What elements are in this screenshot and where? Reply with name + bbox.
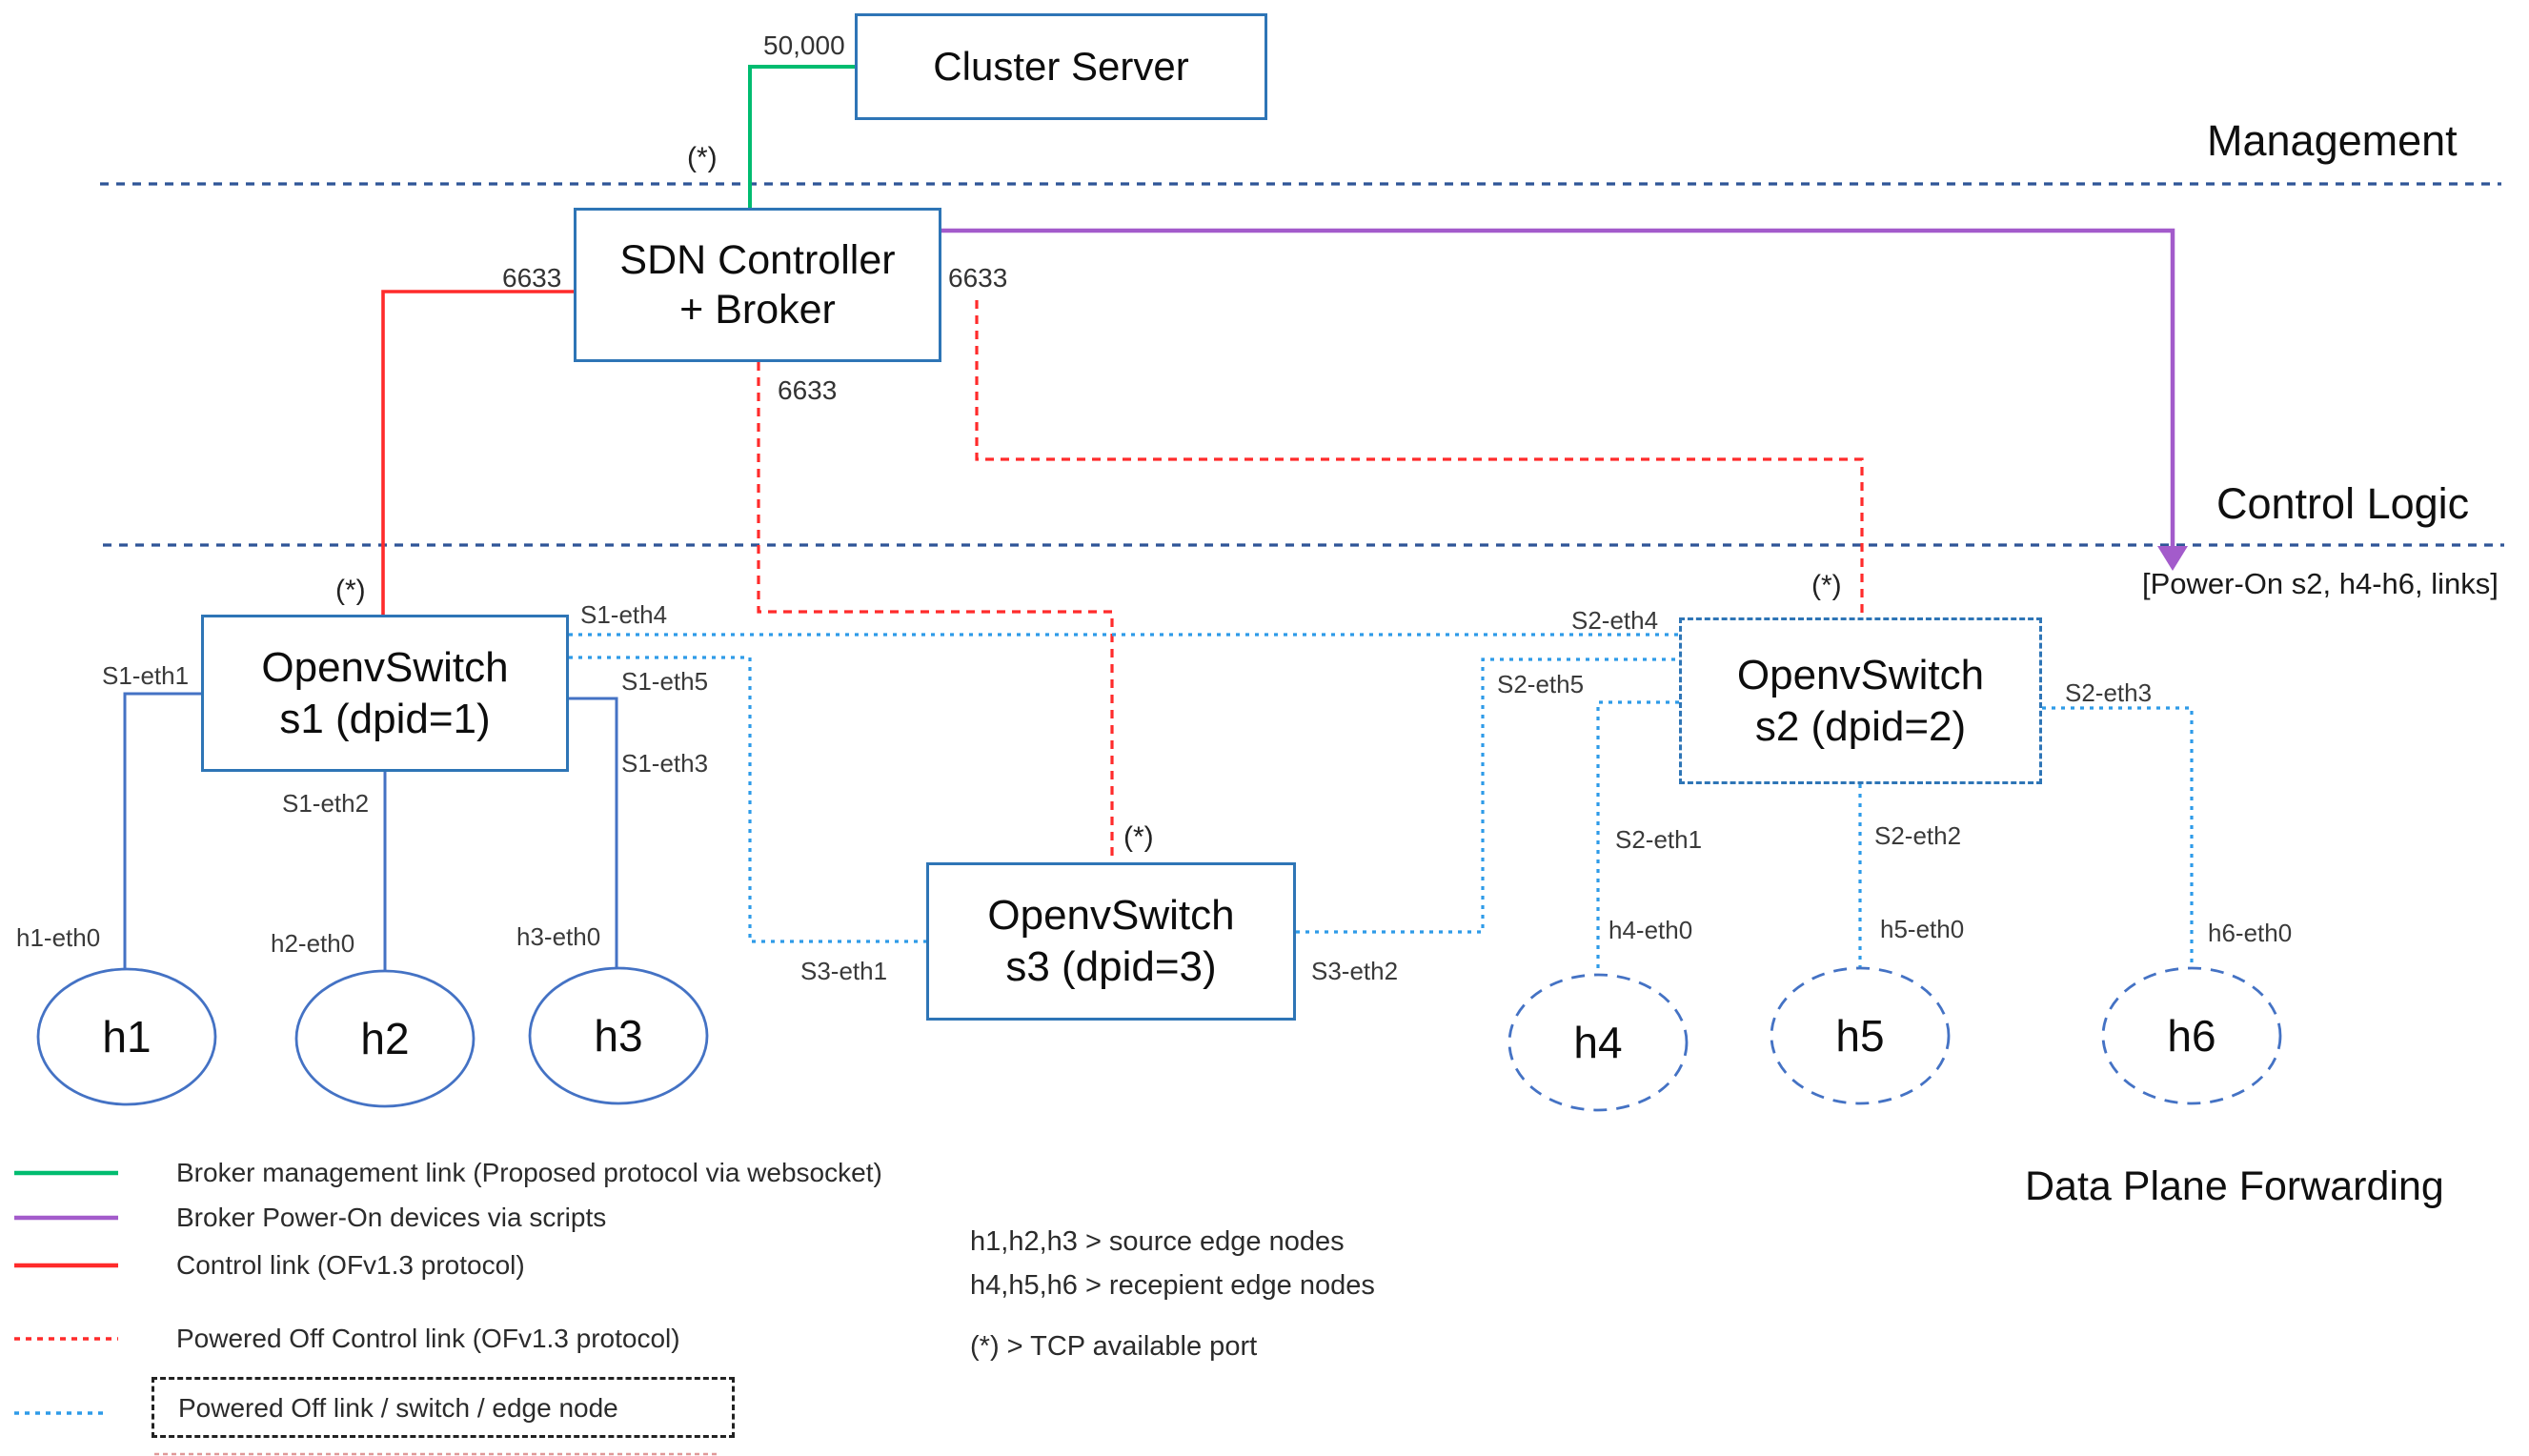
host-h6-label: h6 [2103,968,2280,1103]
h2-text: h2 [360,1014,410,1063]
host-h3-label: h3 [530,968,707,1103]
label-h1-eth0: h1-eth0 [16,923,101,952]
broker-power-on-link [941,228,2175,548]
control-link-s1 [381,290,574,615]
broker-management-link [748,65,855,208]
label-s2-eth4: S2-eth4 [1571,606,1659,635]
switch-s2-label-line1: OpenvSwitch [1736,651,1985,698]
label-s1-eth3: S1-eth3 [621,749,709,778]
section-control-logic: Control Logic [2216,479,2470,528]
annotation-source-nodes: h1,h2,h3 > source edge nodes [970,1226,1345,1257]
label-s1-eth1: S1-eth1 [102,661,190,690]
label-s1-eth2: S1-eth2 [282,789,370,818]
switch-s1-label-line1: OpenvSwitch [261,643,509,691]
label-s2-eth2: S2-eth2 [1874,821,1962,850]
host-h6-shape [2101,966,2282,1105]
port-6633-right: 6633 [948,263,1008,293]
host-h1-label: h1 [38,969,215,1104]
switch-s3-label-line1: OpenvSwitch [987,892,1235,940]
host-h5-shape [1770,966,1951,1105]
label-s2-eth1: S2-eth1 [1615,825,1703,854]
legend-label-broker-management: Broker management link (Proposed protoco… [176,1158,882,1187]
link-s2eth3-h6 [2042,706,2194,970]
tcp-port-star-top: (*) [687,142,718,173]
legend-label-powered-off-link: Powered Off link / switch / edge node [178,1393,618,1423]
link-s1-h3 [569,697,618,969]
label-s3-eth1: S3-eth1 [800,957,888,985]
annotation-recipient-nodes: h4,h5,h6 > recepient edge nodes [970,1270,1375,1301]
host-h3-shape [528,966,709,1105]
section-data-plane: Data Plane Forwarding [2025,1163,2444,1209]
label-h3-eth0: h3-eth0 [516,922,601,951]
node-switch-s2: OpenvSwitch s2 (dpid=2) [1679,617,2042,784]
switch-s3-label-line2: s3 (dpid=3) [1005,943,1217,990]
switch-s1-label-line2: s1 (dpid=1) [279,695,491,742]
sdn-controller-label-line1: SDN Controller [619,236,896,283]
label-s1-eth5: S1-eth5 [621,667,709,696]
label-s2-eth3: S2-eth3 [2065,678,2153,707]
legend-powered-off-box [152,1377,735,1438]
tcp-port-star-s1: (*) [335,575,366,606]
label-s3-eth2: S3-eth2 [1311,957,1399,985]
node-sdn-controller: SDN Controller + Broker [574,208,941,362]
host-h1-shape [36,967,217,1106]
node-switch-s3: OpenvSwitch s3 (dpid=3) [926,862,1296,1021]
node-switch-s1: OpenvSwitch s1 (dpid=1) [201,615,569,772]
h1-text: h1 [102,1012,152,1062]
label-s2-eth5: S2-eth5 [1497,670,1585,698]
annotation-tcp-note: (*) > TCP available port [970,1331,1258,1362]
host-h4-label: h4 [1509,975,1687,1110]
tcp-port-star-s3: (*) [1123,821,1154,853]
label-h6-eth0: h6-eth0 [2208,919,2293,947]
h5-text: h5 [1835,1011,1885,1061]
section-management: Management [2207,116,2458,165]
powered-off-control-link-s3 [757,362,1114,860]
label-h5-eth0: h5-eth0 [1880,915,1965,943]
label-h2-eth0: h2-eth0 [271,929,355,958]
legend-label-powered-off-control: Powered Off Control link (OFv1.3 protoco… [176,1324,680,1353]
switch-s2-label-line2: s2 (dpid=2) [1754,702,1967,750]
power-on-note: [Power-On s2, h4-h6, links] [2142,567,2499,600]
cluster-server-label: Cluster Server [933,44,1189,90]
legend-label-control-link: Control link (OFv1.3 protocol) [176,1250,525,1280]
h4-text: h4 [1573,1018,1623,1067]
link-s1eth5-s3eth1 [569,656,926,943]
port-6633-bottom: 6633 [778,375,838,405]
host-h2-shape [294,969,475,1108]
port-6633-left: 6633 [502,263,562,293]
label-h4-eth0: h4-eth0 [1608,916,1693,944]
link-s3eth2-s2eth5 [1296,657,1679,934]
host-h4-shape [1507,973,1689,1112]
power-on-arrowhead-icon [2157,546,2188,571]
host-h2-label: h2 [296,971,474,1106]
sdn-controller-label-line2: + Broker [679,287,836,333]
port-cluster-50000: 50,000 [763,30,845,60]
h3-text: h3 [594,1011,643,1061]
powered-off-control-link-s2 [975,300,1864,616]
node-cluster-server: Cluster Server [855,13,1267,120]
link-s1-h1 [123,692,201,970]
tcp-port-star-s2: (*) [1811,570,1842,601]
label-s1-eth4: S1-eth4 [580,600,668,629]
host-h5-label: h5 [1771,968,1949,1103]
legend-label-broker-power-on: Broker Power-On devices via scripts [176,1203,607,1232]
h6-text: h6 [2167,1011,2216,1061]
